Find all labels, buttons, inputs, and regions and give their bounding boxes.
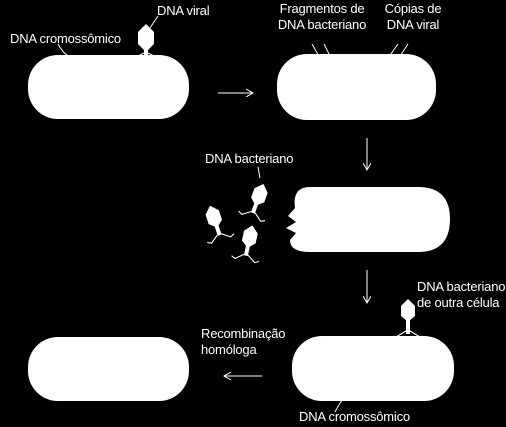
pointer-line-chromosomal-bottom [334,391,351,413]
pointer-line-bacterial-dna [257,166,261,179]
bacteriophage-icon [205,205,235,244]
label-bacterial-dna: DNA bacteriano [205,151,294,166]
label-bacterial-fragments-line1: Fragmentos de [279,1,365,16]
label-bacterial-fragments-line2: DNA bacteriano [277,17,367,32]
pointer-line-fragments [311,43,331,59]
phage-attached-icon [133,24,159,59]
bacterium-step-4 [292,336,454,401]
label-chromosomal-dna-top: DNA cromossômico [10,31,121,46]
bacterium-step-1 [28,55,189,119]
bacteriophage-icon [231,225,260,264]
label-recombination-line1: Recombinação [201,326,286,341]
label-chromosomal-dna-bottom: DNA cromossômico [299,409,410,424]
label-viral-copies-line1: Cópias de [384,1,442,16]
label-viral-copies: Cópias de DNA viral [378,1,448,33]
bacterium-step-2 [277,54,436,120]
label-other-cell-line1: DNA bacteriano [417,279,506,294]
label-bacterial-fragments: Fragmentos de DNA bacteriano [270,1,374,33]
label-viral-dna: DNA viral [157,3,210,18]
bacterium-lysed-step-3 [286,187,450,252]
pointer-line-chromosomal-top [57,43,73,59]
pointer-line-copies [387,43,409,59]
label-other-cell-line2: de outra célula [417,295,500,310]
phage-attached-icon [395,299,421,338]
label-recombination-line2: homóloga [201,342,257,357]
label-other-cell: DNA bacteriano de outra célula [417,279,505,311]
label-viral-copies-line2: DNA viral [386,17,440,32]
pointer-line-viral-dna [149,15,159,29]
bacterium-step-5 [28,337,189,401]
label-homologous-recombination: Recombinação homóloga [201,326,286,358]
bacteriophage-icon [238,183,268,222]
